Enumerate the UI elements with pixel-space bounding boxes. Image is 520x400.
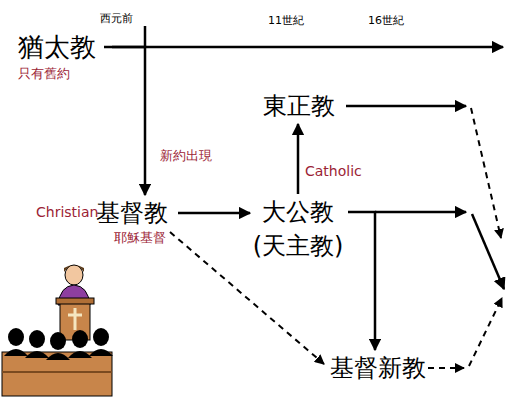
pastor-hair [64,265,84,272]
connector-arrow [104,47,145,195]
timeline-tick [144,26,147,47]
continuation-arrow [469,298,502,366]
religion-node: 基督新教 [326,351,430,385]
person-body [4,349,28,356]
pulpit-top [56,298,94,304]
religion-node: 大公教 (天主教) [246,195,350,263]
person-head [8,328,24,346]
church-illustration [2,265,113,396]
pew-line [2,371,112,373]
continuation-arrow [428,367,464,369]
node-label: 大公教 (天主教) [248,195,348,263]
person-body [89,349,113,356]
religion-node: 基督教 [88,196,176,230]
node-label: 猶太教 [12,30,102,64]
person-body [25,351,49,358]
edge-label: Catholic [305,163,362,180]
annotation-label: 耶穌基督 [114,230,166,246]
religion-node: 東正教 [250,89,348,123]
annotation-label: 只有舊約 [18,66,70,82]
node-label: 基督新教 [328,351,428,385]
continuation-arrow [472,214,504,289]
person-body [68,351,92,358]
congregation [4,328,113,360]
edge-label: 新約出現 [160,148,212,164]
connector-arrow [348,212,375,350]
annotation-label: 11世紀 [268,14,304,27]
person-head [29,330,45,348]
cross [68,314,82,317]
connector-arrow [178,212,250,215]
node-label: 東正教 [252,89,346,123]
timeline-arrow [112,46,503,49]
person-head [50,332,66,350]
continuation-arrow [346,105,466,108]
annotation-label: Christian [36,204,98,221]
person-head [93,328,109,346]
pastor-head [65,265,83,285]
continuation-arrow [471,108,501,238]
cross [74,308,77,330]
person-body [46,353,70,360]
node-label: 基督教 [90,196,174,230]
person-head [72,330,88,348]
religion-node: 猶太教 [10,30,104,64]
annotation-label: 西元前 [100,12,133,25]
continuation-arrow [375,211,466,214]
annotation-label: 16世紀 [368,14,404,27]
connector-arrow [297,124,300,194]
pews [2,352,112,396]
